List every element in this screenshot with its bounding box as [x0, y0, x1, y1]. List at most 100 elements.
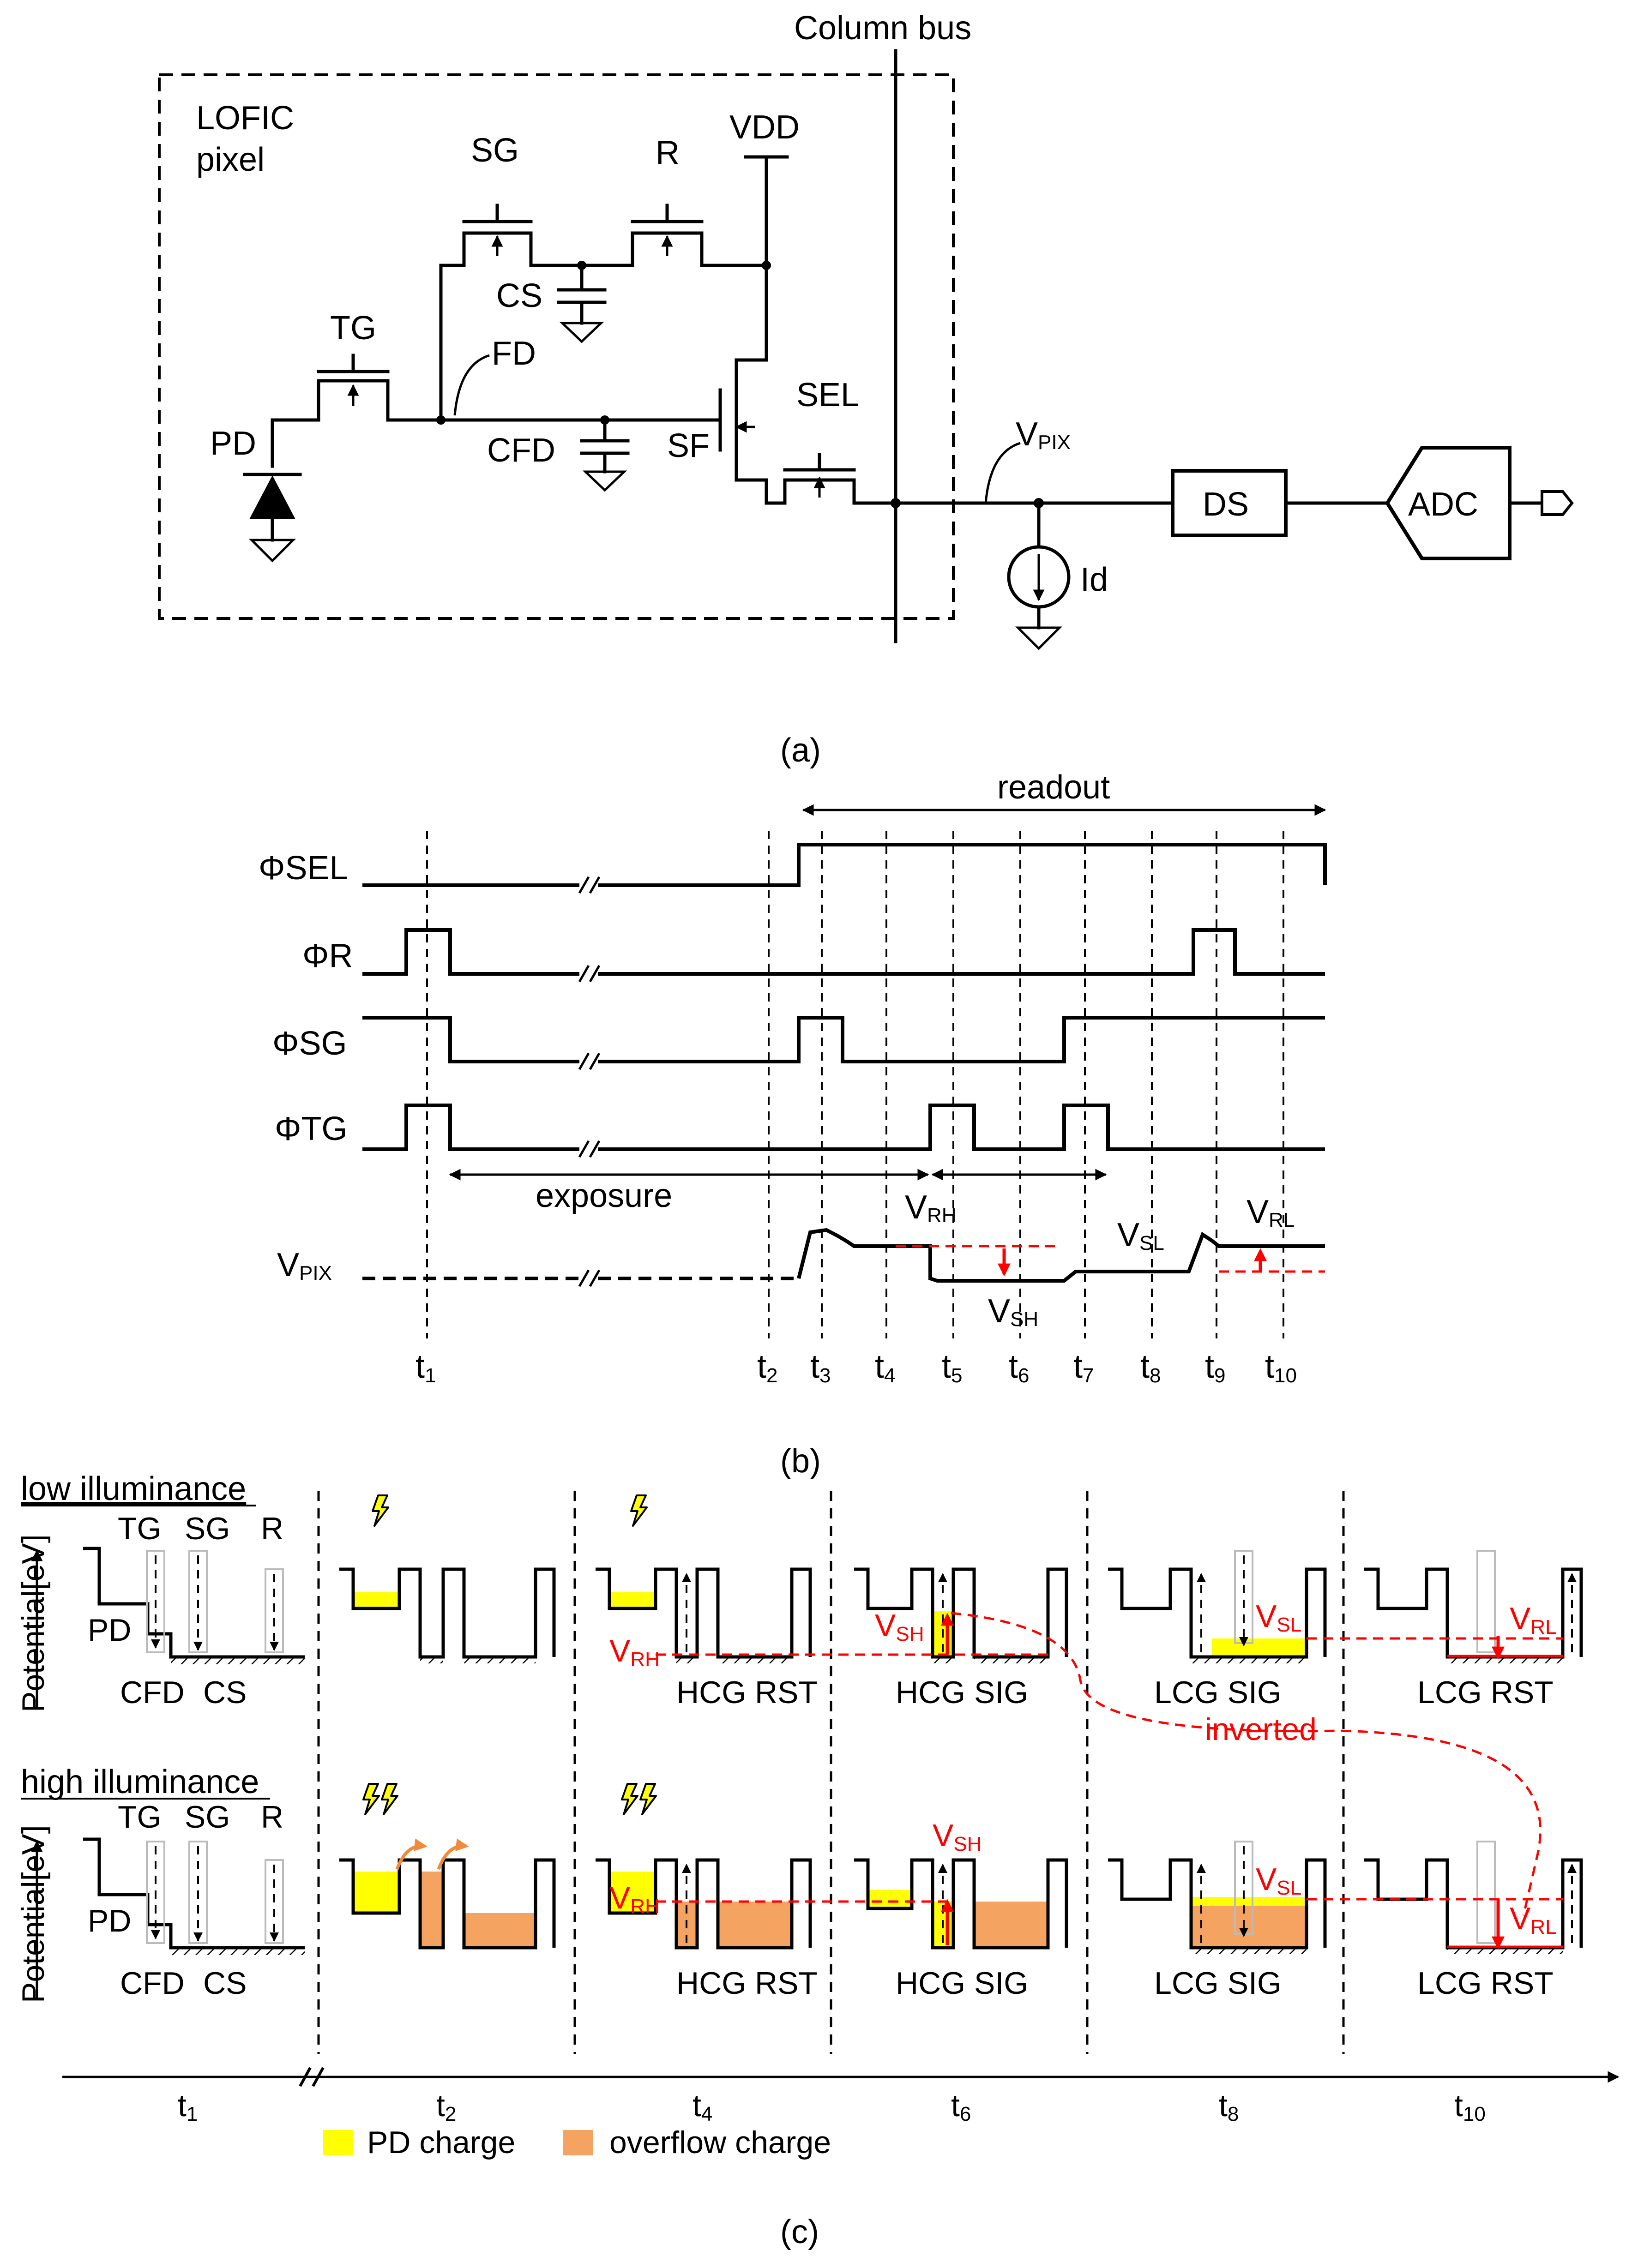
caption-a: (a)	[780, 732, 821, 769]
tg-transistor	[317, 354, 443, 422]
exposure-label: exposure	[536, 1177, 672, 1214]
legend-pd-label: PD charge	[367, 2125, 515, 2160]
caption-b: (b)	[780, 1443, 821, 1480]
cfd-capacitor	[439, 415, 722, 492]
svg-text:t6: t6	[1009, 1348, 1030, 1387]
svg-text:VSL: VSL	[1256, 1862, 1301, 1899]
svg-text:LCG SIG: LCG SIG	[1154, 1966, 1282, 2001]
current-source	[1007, 501, 1071, 650]
svg-text:TG: TG	[118, 1511, 161, 1546]
pd-label: PD	[210, 425, 256, 462]
low-t2	[339, 1494, 556, 1663]
fd-label: FD	[492, 335, 536, 372]
vsl-label: VSL	[1117, 1217, 1164, 1254]
svg-text:LCG RST: LCG RST	[1417, 1966, 1554, 2001]
legend-overflow-label: overflow charge	[609, 2125, 831, 2160]
adc-label: ADC	[1408, 486, 1478, 523]
svg-text:t4: t4	[875, 1348, 896, 1387]
svg-text:LCG SIG: LCG SIG	[1154, 1675, 1282, 1710]
svg-text:t9: t9	[1205, 1348, 1226, 1387]
low-t8: LCG SIG	[1108, 1550, 1327, 1710]
row-low-title: low illuminance	[21, 1470, 246, 1507]
sig-tg-label: ΦTG	[275, 1110, 347, 1147]
readout-label: readout	[997, 769, 1110, 806]
inverted-label: inverted	[1205, 1712, 1317, 1747]
svg-text:VSH: VSH	[875, 1608, 924, 1645]
wave-tg	[362, 1104, 1325, 1151]
wave-sel	[362, 843, 1327, 887]
low-t6: HCG SIG	[854, 1567, 1068, 1710]
panel-b-timing: readout ΦSEL ΦR ΦSG ΦTG VPIX exposure	[259, 769, 1327, 1387]
time-axis-c: t1 t2 t4 t6 t8 t10	[62, 2067, 1620, 2125]
id-label: Id	[1080, 561, 1108, 598]
svg-text:t6: t6	[951, 2088, 971, 2125]
sig-r-label: ΦR	[302, 937, 353, 974]
y-axis-low: Potential[eV]	[16, 1534, 51, 1712]
svg-text:t7: t7	[1073, 1348, 1094, 1387]
high-t10: LCG RST	[1364, 1841, 1583, 2001]
svg-text:R: R	[261, 1511, 283, 1546]
svg-text:CFD: CFD	[120, 1966, 185, 2001]
svg-text:t10: t10	[1265, 1348, 1297, 1387]
inverted-curve	[951, 1612, 1542, 1916]
svg-text:t10: t10	[1454, 2088, 1486, 2125]
svg-text:t8: t8	[1219, 2088, 1239, 2125]
high-t8: LCG SIG	[1108, 1841, 1327, 2001]
svg-text:VRL: VRL	[1510, 1601, 1557, 1638]
ds-label: DS	[1203, 486, 1249, 523]
svg-text:PD: PD	[88, 1903, 131, 1938]
high-t2	[339, 1783, 556, 1950]
time-labels: t1 t2 t3 t4 t5 t6 t7 t8 t9 t10	[416, 1348, 1297, 1387]
svg-text:VRL: VRL	[1510, 1901, 1557, 1938]
sig-sel-label: ΦSEL	[259, 850, 348, 887]
high-t4: HCG RST	[596, 1783, 818, 2001]
vsh-label: VSH	[988, 1293, 1038, 1331]
svg-text:SG: SG	[185, 1800, 230, 1835]
photodiode	[243, 418, 320, 563]
svg-text:R: R	[261, 1800, 283, 1835]
red-annotations: VRH VSH VSL VRL VRH VSH VSL VRL inverted	[609, 1599, 1563, 1938]
svg-text:t1: t1	[416, 1348, 436, 1387]
sg-transistor	[462, 204, 634, 267]
r-transistor	[631, 204, 768, 267]
vpix-label-a: VPIX	[1016, 416, 1071, 454]
svg-text:HCG RST: HCG RST	[676, 1966, 818, 2001]
time-markers	[426, 831, 1284, 1338]
wave-r	[362, 928, 1325, 976]
cfd-label: CFD	[487, 432, 555, 469]
vrh-label: VRH	[905, 1189, 957, 1227]
sf-transistor	[718, 264, 768, 505]
sig-vpix-label: VPIX	[277, 1247, 332, 1284]
wave-vpix	[797, 1228, 1325, 1283]
output-port	[1541, 490, 1574, 516]
pixel-title-2: pixel	[196, 141, 265, 178]
svg-text:VSH: VSH	[933, 1818, 982, 1855]
svg-text:PD: PD	[88, 1613, 131, 1648]
panel-a-schematic: LOFIC pixel Column bus PD TG FD SG	[158, 10, 971, 643]
high-t6: HCG SIG	[854, 1858, 1068, 2001]
svg-text:VRH: VRH	[609, 1880, 660, 1918]
svg-text:t1: t1	[178, 2088, 198, 2125]
column-bus-label: Column bus	[794, 10, 971, 47]
cs-label: CS	[496, 277, 542, 314]
sig-sg-label: ΦSG	[272, 1025, 347, 1062]
r-label: R	[656, 134, 680, 171]
legend-overflow-swatch	[563, 2130, 593, 2155]
svg-text:t5: t5	[942, 1348, 963, 1387]
svg-text:t4: t4	[693, 2088, 712, 2125]
tg-label: TG	[330, 310, 376, 347]
svg-text:t2: t2	[757, 1348, 778, 1387]
svg-text:CS: CS	[203, 1675, 247, 1710]
vrl-label: VRL	[1247, 1194, 1295, 1231]
break-marks	[578, 876, 601, 1287]
sf-label: SF	[667, 427, 710, 464]
svg-text:VRH: VRH	[609, 1633, 660, 1671]
pixel-boundary	[158, 73, 955, 620]
wave-sg	[362, 1016, 1325, 1063]
svg-text:t2: t2	[436, 2088, 456, 2125]
y-axis-high: Potential[eV]	[16, 1825, 51, 2003]
pixel-title-1: LOFIC	[196, 100, 294, 137]
svg-text:LCG RST: LCG RST	[1417, 1675, 1554, 1710]
row-high-title: high illuminance	[21, 1764, 259, 1800]
